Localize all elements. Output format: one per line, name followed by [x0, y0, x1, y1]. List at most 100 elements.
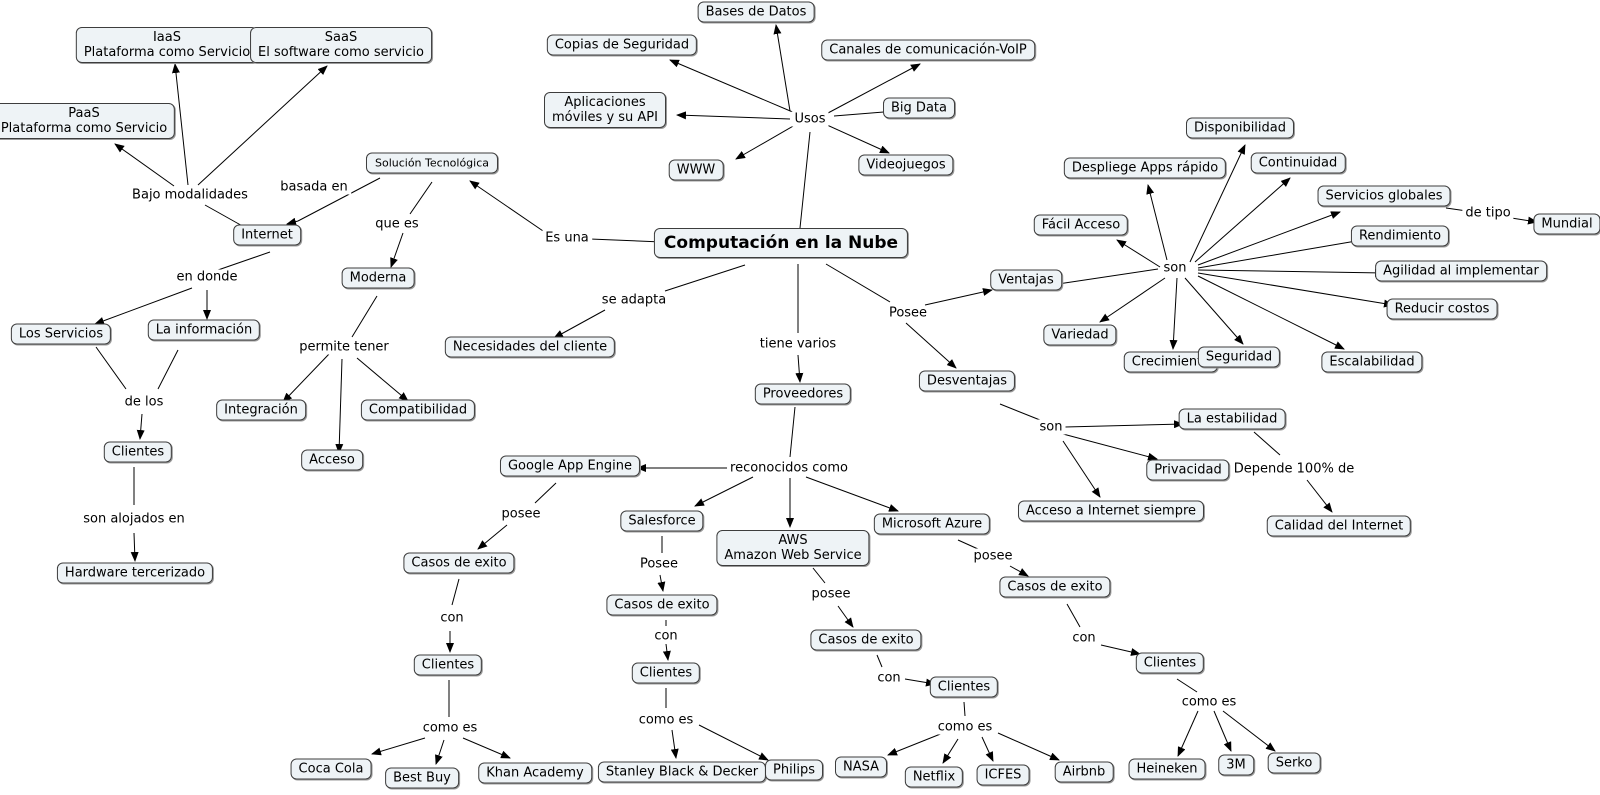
connector-line: [1177, 710, 1199, 757]
concept-saas[interactable]: SaaS El software como servicio: [250, 27, 432, 63]
concept-seguridad[interactable]: Seguridad: [1197, 346, 1281, 368]
connector-line: [1100, 644, 1141, 656]
connector-line: [114, 143, 175, 187]
line-1: SaaS: [324, 30, 358, 45]
concept-clientes-azure[interactable]: Clientes: [1135, 652, 1205, 674]
concept-nasa[interactable]: NASA: [834, 756, 888, 778]
concept-necesidades-del-cliente[interactable]: Necesidades del cliente: [444, 336, 616, 358]
concept-netflix[interactable]: Netflix: [904, 766, 964, 788]
concept-clientes-google[interactable]: Clientes: [413, 654, 483, 676]
concept-philips[interactable]: Philips: [765, 759, 823, 781]
connector-line: [812, 567, 826, 584]
link-reconocidos-como: reconocidos como: [727, 460, 851, 476]
concept-casos-exito-salesforce[interactable]: Casos de exito: [606, 594, 718, 616]
link-como-es-google: como es: [419, 720, 481, 736]
concept-servicios-globales[interactable]: Servicios globales: [1317, 185, 1451, 207]
link-tiene-varios: tiene varios: [756, 336, 840, 352]
connector-line: [694, 476, 754, 507]
concept-integracion[interactable]: Integración: [216, 399, 306, 421]
connector-line: [335, 358, 344, 454]
concept-casos-exito-google[interactable]: Casos de exito: [403, 552, 515, 574]
concept-acceso-internet-siempre[interactable]: Acceso a Internet siempre: [1017, 500, 1205, 522]
concept-computacion-en-la-nube[interactable]: Computación en la Nube: [653, 228, 909, 258]
concept-coca-cola[interactable]: Coca Cola: [290, 758, 372, 780]
concept-heineken[interactable]: Heineken: [1128, 758, 1206, 780]
concept-calidad-del-internet[interactable]: Calidad del Internet: [1266, 515, 1412, 537]
concept-los-servicios[interactable]: Los Servicios: [10, 323, 112, 345]
concept-agilidad[interactable]: Agilidad al implementar: [1375, 260, 1547, 282]
concept-solucion-tecnologica[interactable]: Solución Tecnológica: [365, 152, 499, 174]
concept-iaas[interactable]: IaaS Plataforma como Servicio: [75, 27, 259, 63]
connector-line: [698, 724, 769, 761]
concept-salesforce[interactable]: Salesforce: [620, 510, 704, 532]
concept-big-data[interactable]: Big Data: [883, 97, 955, 119]
concept-rendimiento[interactable]: Rendimiento: [1350, 225, 1450, 247]
link-como-es-aws: como es: [934, 719, 996, 735]
concept-www[interactable]: WWW: [668, 159, 724, 181]
concept-canales-voip[interactable]: Canales de comunicación-VoIP: [821, 39, 1035, 61]
concept-variedad[interactable]: Variedad: [1043, 324, 1117, 346]
link-posee-aws: posee: [808, 586, 854, 602]
concept-proveedores[interactable]: Proveedores: [754, 383, 852, 405]
concept-desventajas[interactable]: Desventajas: [918, 370, 1016, 392]
concept-khan-academy[interactable]: Khan Academy: [478, 762, 592, 784]
concept-airbnb[interactable]: Airbnb: [1054, 761, 1114, 783]
concept-stanley-black-decker[interactable]: Stanley Black & Decker: [597, 761, 767, 783]
concept-facil-acceso[interactable]: Fácil Acceso: [1033, 214, 1129, 236]
connector-line: [837, 605, 854, 628]
concept-best-buy[interactable]: Best Buy: [385, 767, 459, 789]
connector-line: [286, 217, 299, 226]
concept-disponibilidad[interactable]: Disponibilidad: [1185, 117, 1295, 139]
concept-aplicaciones-moviles[interactable]: Aplicaciones móviles y su API: [544, 92, 666, 128]
concept-icfes[interactable]: ICFES: [976, 764, 1030, 786]
concept-paas[interactable]: PaaS Plataforma como Servicio: [0, 103, 176, 139]
concept-despliege-apps[interactable]: Despliege Apps rápido: [1063, 157, 1227, 179]
connector-line: [670, 729, 679, 759]
connector-line: [1064, 420, 1184, 429]
concept-aws[interactable]: AWS Amazon Web Service: [716, 530, 870, 566]
link-posee-ventajas: Posee: [885, 305, 931, 321]
concept-compatibilidad[interactable]: Compatibilidad: [360, 399, 476, 421]
concept-crecimiento[interactable]: Crecimiento: [1123, 351, 1219, 373]
connector-line: [735, 124, 796, 160]
connector-line: [942, 738, 959, 764]
concept-videojuegos[interactable]: Videojuegos: [858, 154, 954, 176]
concept-clientes-aws[interactable]: Clientes: [929, 676, 999, 698]
concept-la-informacion[interactable]: La información: [147, 319, 261, 341]
link-se-adapta: se adapta: [598, 292, 670, 308]
concept-mundial[interactable]: Mundial: [1533, 213, 1600, 235]
connector-line: [282, 352, 331, 403]
line-1: IaaS: [152, 30, 182, 45]
connector-line: [204, 204, 247, 229]
concept-privacidad[interactable]: Privacidad: [1146, 459, 1230, 481]
concept-ventajas[interactable]: Ventajas: [990, 269, 1062, 291]
concept-google-app-engine[interactable]: Google App Engine: [499, 455, 641, 477]
concept-copias-de-seguridad[interactable]: Copias de Seguridad: [546, 34, 698, 56]
connector-line: [1062, 433, 1158, 461]
concept-moderna[interactable]: Moderna: [341, 267, 415, 289]
concept-continuidad[interactable]: Continuidad: [1250, 152, 1346, 174]
concept-clientes-salesforce[interactable]: Clientes: [631, 662, 701, 684]
connector-line: [136, 413, 145, 440]
connector-line: [1197, 272, 1394, 308]
connector-line: [957, 539, 979, 550]
concept-microsoft-azure[interactable]: Microsoft Azure: [873, 513, 991, 535]
concept-serko[interactable]: Serko: [1267, 752, 1321, 774]
concept-clientes-internet[interactable]: Clientes: [103, 441, 173, 463]
concept-escalabilidad[interactable]: Escalabilidad: [1321, 351, 1423, 373]
concept-casos-exito-azure[interactable]: Casos de exito: [999, 576, 1111, 598]
concept-casos-exito-aws[interactable]: Casos de exito: [810, 629, 922, 651]
concept-internet[interactable]: Internet: [233, 224, 301, 246]
link-es-una: Es una: [542, 230, 592, 246]
connector-line: [876, 654, 883, 668]
concept-la-estabilidad[interactable]: La estabilidad: [1178, 408, 1286, 430]
concept-acceso[interactable]: Acceso: [301, 449, 363, 471]
concept-bases-de-datos[interactable]: Bases de Datos: [697, 1, 815, 23]
connector-line: [1184, 277, 1244, 345]
connector-line: [924, 288, 993, 306]
concept-3m[interactable]: 3M: [1218, 754, 1254, 776]
link-como-es-salesforce: como es: [635, 712, 697, 728]
concept-hardware-tercerizado[interactable]: Hardware tercerizado: [56, 562, 214, 584]
link-con-salesforce: con: [651, 628, 681, 644]
concept-reducir-costos[interactable]: Reducir costos: [1386, 298, 1498, 320]
